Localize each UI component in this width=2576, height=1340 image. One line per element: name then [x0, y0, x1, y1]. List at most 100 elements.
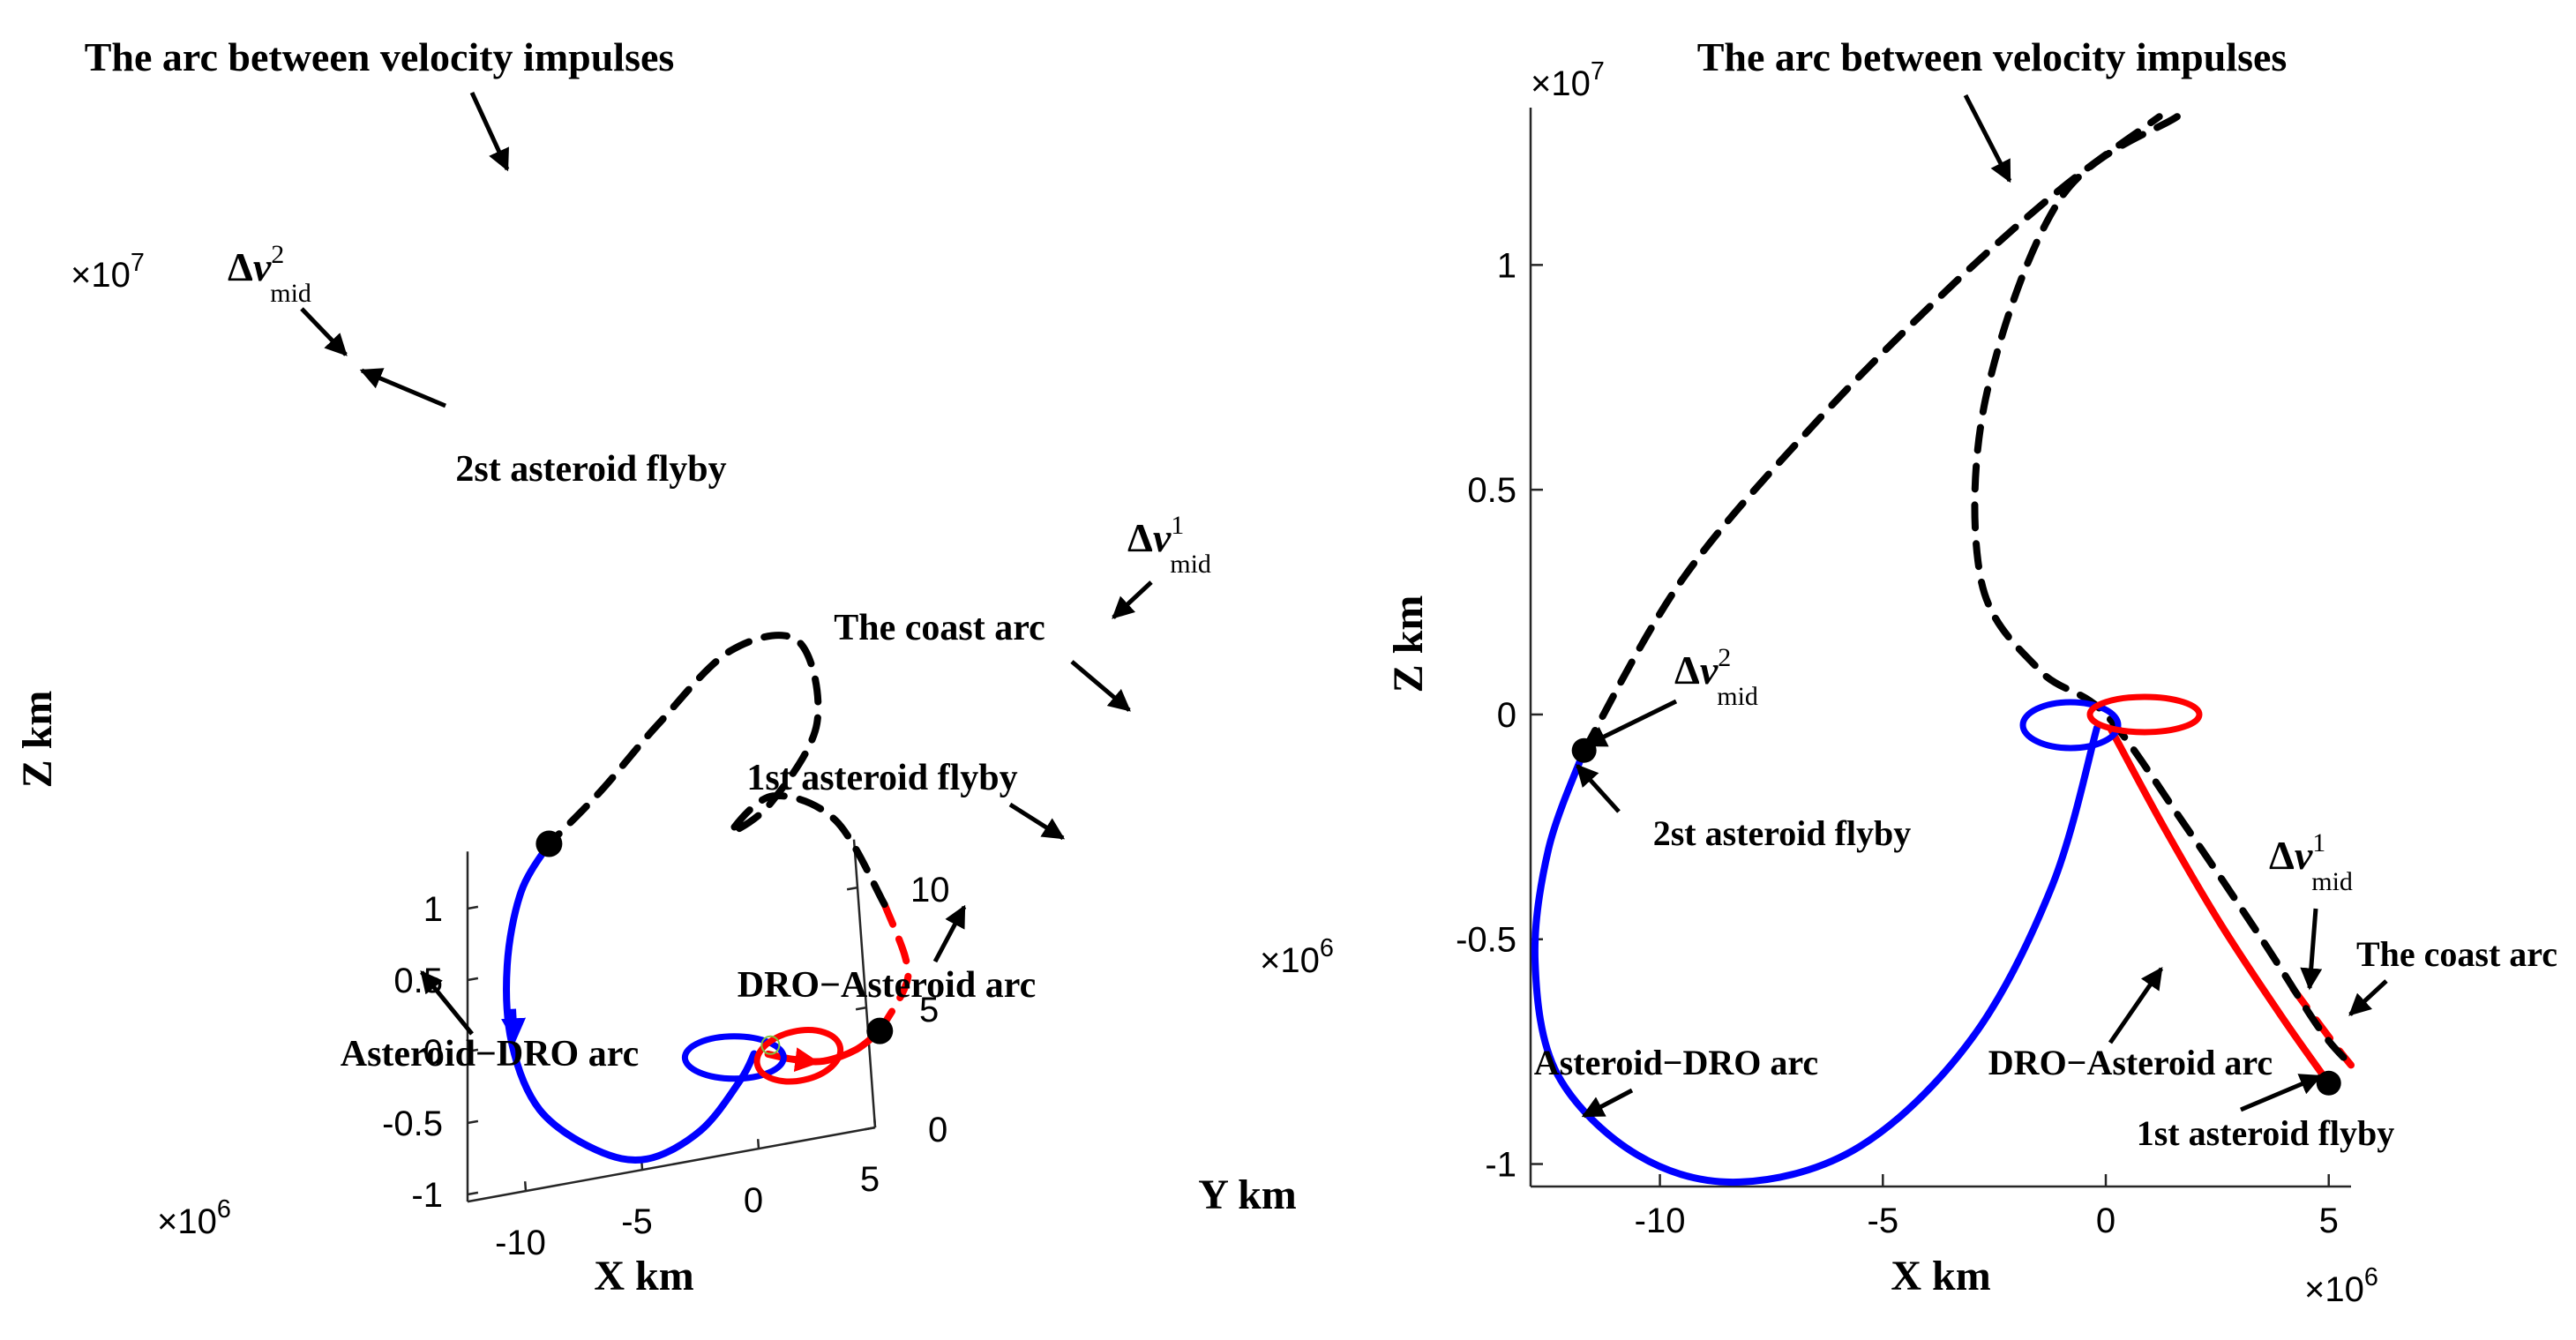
- right-trajectory-4: [1971, 113, 2355, 1069]
- x-multiplier: ×106: [157, 1195, 231, 1241]
- outbound-direction-arrow: [788, 1047, 820, 1073]
- annotation-arrow: [1963, 94, 2012, 183]
- tick-labels-xz: -10 -5 0 5 -1 -0.5 0 0.5 1 X km Z km ×106 ×107: [1385, 57, 2378, 1309]
- annotation-arrow: [2240, 1074, 2323, 1112]
- annotation-arc-between-impulses: The arc between velocity impulses: [1697, 34, 2288, 79]
- x-tick-label: 0: [744, 1181, 763, 1220]
- right-trajectory-2: [2289, 984, 2355, 1069]
- dro-loop-blue: [681, 1033, 787, 1082]
- x-multiplier: ×106: [2304, 1263, 2378, 1309]
- annotation-dro-asteroid-arc: DRO−Asteroid arc: [1988, 1043, 2273, 1082]
- z-tick-label: 0: [423, 1033, 443, 1072]
- z-tick-label: 0.5: [393, 962, 443, 1000]
- x-tick-label: -5: [621, 1202, 653, 1241]
- dro-loop-red: [2086, 693, 2203, 736]
- series-xz: [1531, 113, 2355, 1187]
- y-tick-mark: [864, 1126, 876, 1131]
- z-tick-label: 0.5: [1467, 471, 1516, 510]
- x-tick-label: 5: [2319, 1202, 2339, 1240]
- x-tick-label: -10: [1635, 1202, 1686, 1240]
- y-tick-label: 10: [910, 871, 950, 910]
- x-tick-mark: [872, 1118, 877, 1128]
- x-axis-label: X km: [594, 1253, 693, 1299]
- right-trajectory-0: [1531, 724, 2100, 1187]
- y-tick-mark: [855, 1006, 867, 1011]
- events-3d: [535, 830, 894, 1044]
- annotation-2st-flyby: 2st asteroid flyby: [455, 449, 726, 490]
- z-tick-mark: [467, 1048, 479, 1053]
- dro-loop-red: [753, 1027, 844, 1085]
- annotation-arrow: [1576, 764, 1621, 813]
- panel-3d-trajectory: -10 -5 0 5 0 5 10 -1 -0.5 0 0.5 1 X km Y km Z km ×106 ×1…: [14, 34, 1334, 1299]
- z-tick-label: 0: [1497, 696, 1516, 735]
- y-tick-label: 0: [928, 1111, 947, 1149]
- annotation-arrow: [1581, 1088, 1634, 1119]
- annotation-arrow: [300, 307, 348, 356]
- z-tick-mark: [467, 977, 479, 982]
- z-tick-label: 1: [1497, 246, 1516, 285]
- z-tick-label: 1: [423, 890, 443, 929]
- annotation-arrow: [1112, 580, 1153, 619]
- left-trajectory-0: [503, 840, 758, 1164]
- event-marker: [535, 830, 563, 857]
- x-tick-mark: [756, 1139, 760, 1149]
- annotation-arrow: [2108, 966, 2164, 1044]
- annotation-1st-flyby: 1st asteroid flyby: [746, 758, 1017, 798]
- panel-xz-projection: -10 -5 0 5 -1 -0.5 0 0.5 1 X km Z km ×106 ×107 The a…: [1385, 34, 2557, 1309]
- axes-xz: [1529, 108, 2351, 1188]
- y-tick-label: 5: [919, 991, 939, 1029]
- z-tick-label: -0.5: [1456, 921, 1516, 960]
- right-trajectory-3: [1580, 113, 2163, 754]
- event-marker: [2316, 1070, 2341, 1096]
- annotation-arrow: [1584, 699, 1678, 748]
- z-multiplier: ×107: [1531, 57, 1605, 103]
- y-multiplier: ×106: [1260, 934, 1334, 980]
- z-axis-label: Z km: [14, 691, 61, 789]
- x-tick-mark: [523, 1181, 528, 1192]
- annotation-2st-flyby: 2st asteroid flyby: [1653, 813, 1912, 853]
- dro-center: [760, 1035, 781, 1055]
- left-trajectory-3: [545, 632, 888, 909]
- z-multiplier: ×107: [71, 249, 145, 295]
- event-marker: [866, 1017, 894, 1044]
- z-tick-label: -0.5: [382, 1104, 443, 1143]
- x-axis-label: X km: [1891, 1253, 1990, 1299]
- x-tick-label: 0: [2096, 1202, 2115, 1240]
- left-trajectory-2: [876, 901, 912, 1035]
- z-tick-mark: [467, 1191, 479, 1196]
- annotation-arrow: [932, 904, 967, 963]
- annotation-arrow: [359, 368, 446, 408]
- right-trajectory-1: [2107, 724, 2333, 1087]
- annotation-arc-between-impulses: The arc between velocity impulses: [85, 34, 675, 79]
- y-axis-label: Y km: [1198, 1172, 1297, 1218]
- annotation-1st-flyby: 1st asteroid flyby: [2137, 1113, 2395, 1153]
- annotation-coast-arc: The coast arc: [2356, 934, 2557, 974]
- z-tick-mark: [467, 905, 479, 910]
- z-tick-mark: [467, 1119, 479, 1125]
- annotation-arrow: [1008, 802, 1066, 841]
- z-tick-label: -1: [411, 1176, 443, 1215]
- annotation-arrow: [1070, 660, 1131, 712]
- dro-loop-blue: [2019, 699, 2122, 752]
- annotation-coast-arc: The coast arc: [834, 608, 1045, 648]
- z-tick-label: -1: [1485, 1146, 1516, 1185]
- annotation-arrow: [469, 91, 510, 172]
- annotation-asteroid-dro-arc: Asteroid−DRO arc: [1534, 1043, 1818, 1082]
- annotation-arrow: [420, 970, 474, 1036]
- y-tick-mark: [846, 886, 858, 891]
- tick-labels-3d: -10 -5 0 5 0 5 10 -1 -0.5 0 0.5 1 X km Y km Z km ×106 ×1…: [14, 249, 1334, 1299]
- annotation-dro-asteroid-arc: DRO−Asteroid arc: [738, 965, 1037, 1006]
- annotation-asteroid-dro-arc: Asteroid−DRO arc: [341, 1034, 640, 1074]
- x-tick-label: 5: [860, 1160, 880, 1199]
- x-tick-label: -10: [495, 1224, 546, 1262]
- z-axis-label: Z km: [1385, 595, 1432, 693]
- x-tick-label: -5: [1868, 1202, 1899, 1240]
